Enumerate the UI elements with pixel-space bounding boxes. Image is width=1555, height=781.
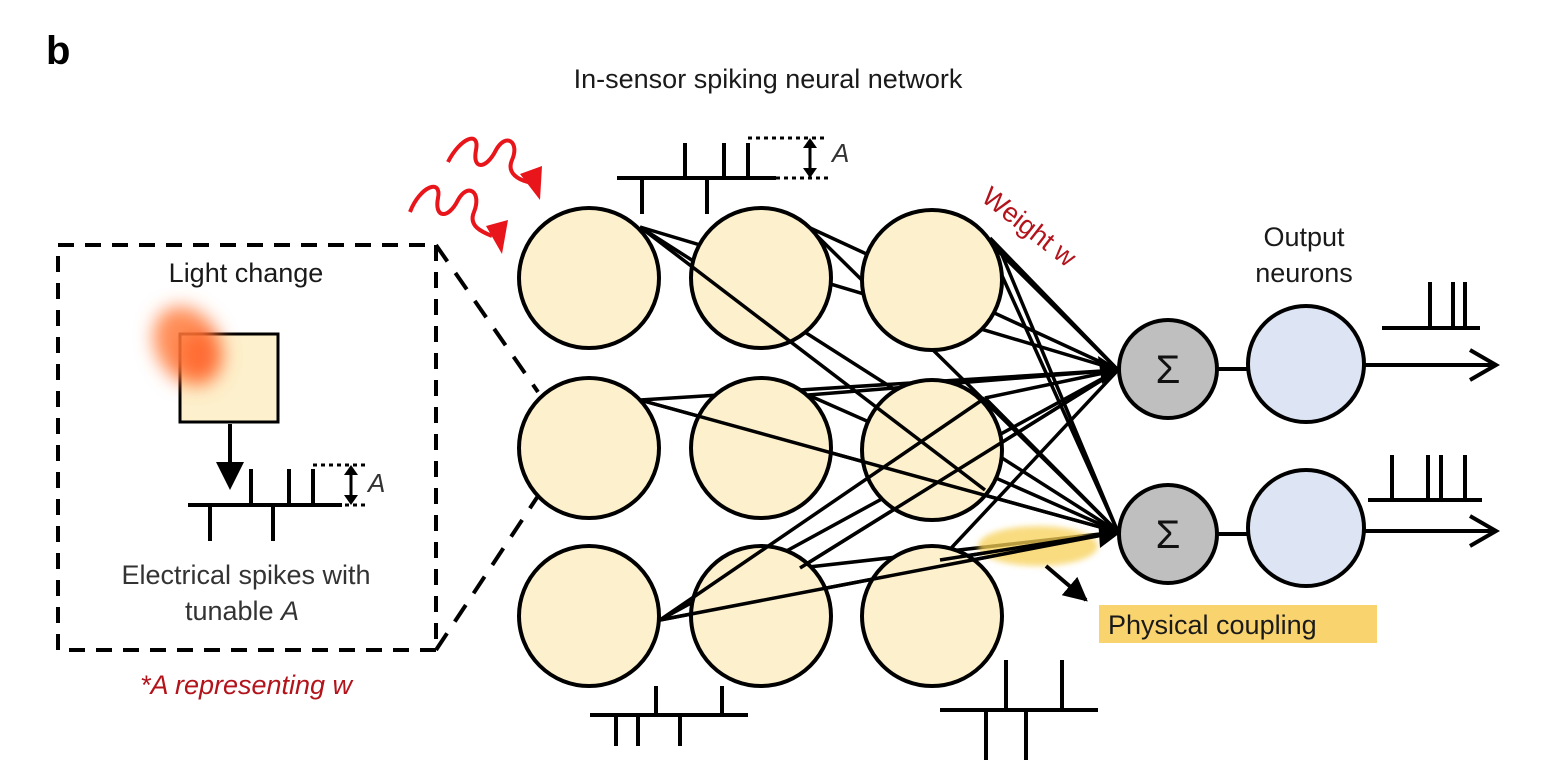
output-neuron-bottom — [1246, 468, 1366, 588]
neuron-r3c3 — [860, 544, 1004, 688]
top-spike-train — [617, 143, 776, 214]
output-neuron-top — [1246, 304, 1366, 424]
neuron-r2c2 — [689, 376, 833, 520]
neuron-r3c1 — [517, 544, 661, 688]
output-arrow-bottom — [1364, 514, 1501, 548]
output-arrow-top — [1364, 348, 1501, 382]
inset-spike-train — [188, 469, 342, 541]
neuron-r2c1 — [517, 376, 661, 520]
light-change-label: Light change — [169, 258, 324, 288]
pixel-arrowhead — [216, 462, 244, 490]
spikes-caption-line1: Electrical spikes with — [121, 560, 370, 590]
neuron-r1c2 — [689, 206, 833, 350]
output-spikes-top — [1382, 282, 1480, 330]
output-label-line1: Output — [1263, 222, 1345, 252]
converging-arrowheads — [1098, 356, 1120, 548]
synapse-connections-front — [638, 225, 1120, 622]
coupling-pointer — [1044, 564, 1088, 602]
spikes-caption-prefix: tunable — [185, 596, 281, 626]
panel-letter: b — [46, 29, 70, 73]
output-label-line2: neurons — [1255, 258, 1353, 288]
neuron-grid — [517, 206, 1004, 688]
neuron-r1c3 — [860, 208, 1004, 352]
light-wave-upper-arrow — [520, 166, 542, 200]
inset-amplitude-label: A — [366, 468, 385, 498]
neuron-r3c2 — [689, 544, 833, 688]
coupling-label: Physical coupling — [1108, 610, 1317, 640]
spikes-caption-line2: tunable A — [185, 596, 299, 626]
light-wave-lower-arrow — [486, 220, 508, 254]
sum-node-top: Σ — [1117, 318, 1219, 420]
neuron-r1c1 — [517, 206, 661, 350]
weight-note: *A representing w — [140, 670, 354, 700]
light-wave-lower — [408, 184, 493, 238]
inset-dashed-box — [56, 243, 438, 652]
bottom-spike-train-right — [940, 660, 1098, 760]
top-amplitude-label: A — [830, 138, 849, 168]
inset-pixel-panel: Light change A Electrical spikes with tu… — [56, 243, 438, 652]
output-spikes-bottom — [1368, 455, 1482, 502]
sum-symbol-top: Σ — [1156, 348, 1181, 392]
sum-symbol-bottom: Σ — [1156, 513, 1181, 557]
inset-amplitude-marker — [313, 463, 368, 507]
bottom-spike-train-left — [590, 686, 748, 746]
light-waves — [408, 136, 542, 254]
zoom-line-top — [434, 243, 540, 394]
sum-node-bottom: Σ — [1117, 483, 1219, 585]
coupling-label-box — [1099, 605, 1377, 643]
spikes-caption-var: A — [279, 596, 299, 626]
diagram-title: In-sensor spiking neural network — [574, 64, 963, 94]
light-spot — [153, 306, 223, 386]
zoom-line-bottom — [434, 494, 540, 652]
top-amplitude-marker — [748, 136, 828, 180]
light-wave-upper — [446, 136, 529, 184]
